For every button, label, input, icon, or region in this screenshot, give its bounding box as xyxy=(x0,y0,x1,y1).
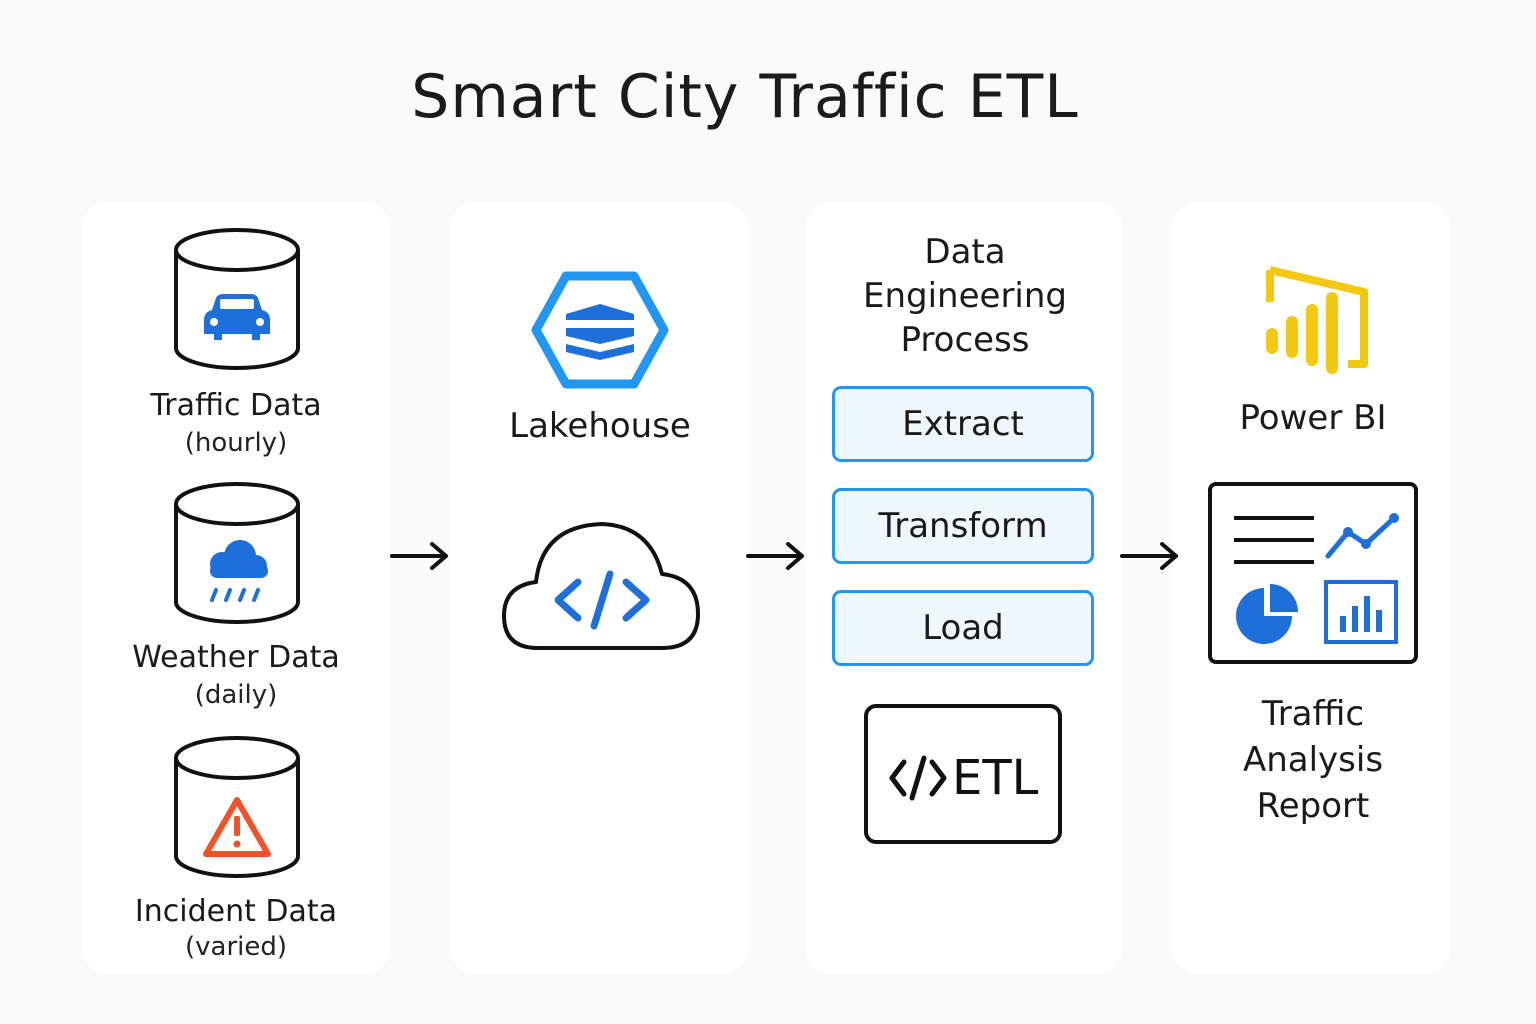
source-name-weather: Weather Data xyxy=(132,640,340,675)
rain-cloud-icon xyxy=(210,540,268,602)
etl-badge-text: ETL xyxy=(952,750,1039,806)
line-chart-icon xyxy=(1325,513,1399,559)
car-icon xyxy=(204,294,270,340)
source-frequency-incident: (varied) xyxy=(184,932,288,962)
storage-label: Lakehouse xyxy=(509,406,691,446)
power-bi-icon xyxy=(1266,266,1368,374)
cloud-code-icon xyxy=(502,522,700,650)
database-cylinder-incident xyxy=(174,736,300,878)
code-brackets-icon xyxy=(889,755,947,801)
arrow-sources-to-storage xyxy=(390,542,448,570)
warning-icon xyxy=(203,797,271,857)
page-title: Smart City Traffic ETL xyxy=(411,62,1079,132)
step-load: Load xyxy=(832,590,1094,666)
step-extract: Extract xyxy=(832,386,1094,462)
process-panel xyxy=(806,202,1122,974)
report-dashboard-icon xyxy=(1208,482,1418,664)
etl-badge: ETL xyxy=(864,704,1062,844)
source-name-traffic: Traffic Data xyxy=(150,388,322,423)
arrow-process-to-output xyxy=(1120,542,1178,570)
arrow-storage-to-process xyxy=(746,542,804,570)
step-transform: Transform xyxy=(832,488,1094,564)
database-cylinder-traffic xyxy=(174,228,300,370)
database-cylinder-weather xyxy=(174,482,300,624)
report-label-line1: Traffic xyxy=(1261,694,1365,734)
output-tool-label: Power BI xyxy=(1239,398,1387,438)
report-label-line2: Analysis xyxy=(1242,740,1384,780)
process-heading-line2: Engineering xyxy=(863,276,1067,316)
lakehouse-hexagon-icon xyxy=(531,271,669,389)
process-heading-line1: Data xyxy=(924,232,1006,272)
bar-chart-icon xyxy=(1324,580,1398,644)
source-frequency-weather: (daily) xyxy=(194,680,278,710)
report-lines-icon xyxy=(1234,516,1314,564)
report-label-line3: Report xyxy=(1256,786,1370,826)
pie-chart-icon xyxy=(1236,584,1298,644)
source-frequency-traffic: (hourly) xyxy=(184,428,288,458)
source-name-incident: Incident Data xyxy=(134,894,338,929)
process-heading-line3: Process xyxy=(900,320,1030,360)
